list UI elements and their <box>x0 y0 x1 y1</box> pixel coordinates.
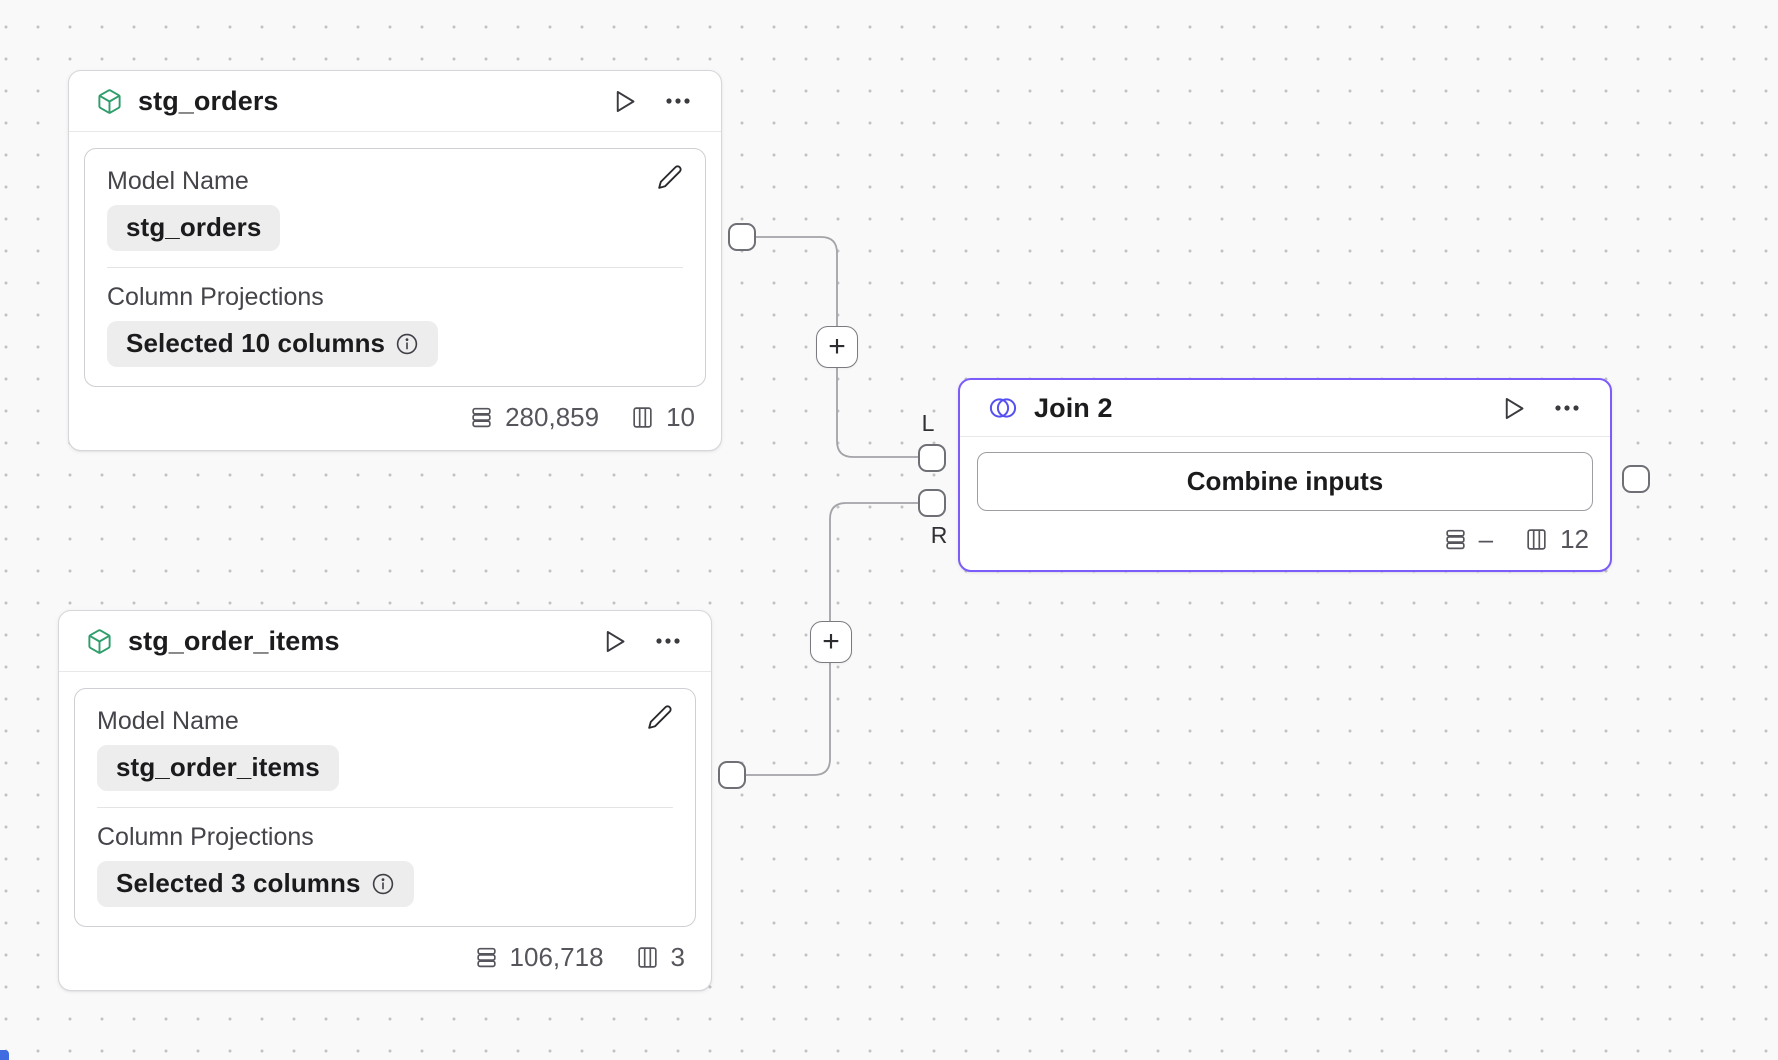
node-stg-order-items[interactable]: stg_order_items Model Name <box>58 610 712 991</box>
column-projections-label: Column Projections <box>107 283 324 311</box>
node-header: stg_orders <box>69 71 721 132</box>
row-count-stat: 106,718 <box>474 942 604 973</box>
divider <box>107 267 683 268</box>
clipped-corner-element <box>0 1050 9 1060</box>
info-circle-icon[interactable] <box>395 332 419 356</box>
model-name-value: stg_order_items <box>97 745 339 791</box>
node-header: stg_order_items <box>59 611 711 672</box>
node-title: stg_orders <box>138 85 279 116</box>
venn-circles-icon <box>987 396 1019 420</box>
node-title: stg_order_items <box>128 625 340 656</box>
info-circle-icon[interactable] <box>371 872 395 896</box>
model-settings-card: Model Name stg_orders Column Projections… <box>84 148 706 387</box>
add-step-button-bottom[interactable]: + <box>810 621 852 663</box>
run-node-button[interactable] <box>1500 395 1527 422</box>
model-name-value: stg_orders <box>107 205 281 251</box>
column-count-stat: 12 <box>1524 524 1589 555</box>
pencil-icon[interactable] <box>647 704 673 730</box>
model-name-label: Model Name <box>107 167 249 195</box>
run-node-button[interactable] <box>611 88 638 115</box>
cube-icon <box>96 88 123 115</box>
column-projections-value[interactable]: Selected 10 columns <box>107 321 439 367</box>
pencil-icon[interactable] <box>657 164 683 190</box>
run-node-button[interactable] <box>601 628 628 655</box>
join-left-input-port[interactable] <box>918 444 946 472</box>
join-right-input-port[interactable] <box>918 489 946 517</box>
combine-inputs-button[interactable]: Combine inputs <box>977 452 1593 511</box>
output-port-stg-order-items[interactable] <box>718 761 746 789</box>
divider <box>97 807 673 808</box>
row-count-stat: 280,859 <box>469 402 599 433</box>
row-count-stat: – <box>1443 524 1493 555</box>
node-menu-button[interactable] <box>665 97 691 105</box>
model-settings-card: Model Name stg_order_items Column Projec… <box>74 688 696 927</box>
cube-icon <box>86 628 113 655</box>
plus-icon: + <box>828 330 846 363</box>
node-menu-button[interactable] <box>655 637 681 645</box>
node-stg-orders[interactable]: stg_orders Model Name <box>68 70 722 451</box>
add-step-button-top[interactable]: + <box>816 326 858 368</box>
column-count-stat: 10 <box>630 402 695 433</box>
column-projections-label: Column Projections <box>97 823 314 851</box>
output-port-stg-orders[interactable] <box>728 223 756 251</box>
node-title: Join 2 <box>1034 392 1113 423</box>
node-header: Join 2 <box>960 380 1610 437</box>
plus-icon: + <box>822 625 840 658</box>
node-menu-button[interactable] <box>1554 404 1580 412</box>
left-port-label: L <box>921 410 935 436</box>
column-count-stat: 3 <box>635 942 685 973</box>
node-join-2[interactable]: Join 2 Combine inputs <box>958 378 1612 572</box>
column-projections-value[interactable]: Selected 3 columns <box>97 861 414 907</box>
model-name-label: Model Name <box>97 707 239 735</box>
output-port-join[interactable] <box>1622 465 1650 493</box>
right-port-label: R <box>930 522 948 548</box>
